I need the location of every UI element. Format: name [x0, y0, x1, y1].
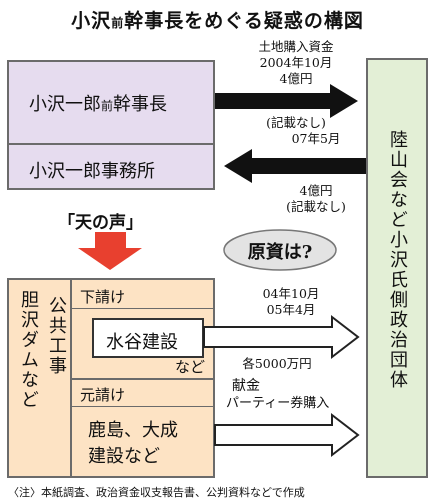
land-text-4: (記載なし)	[266, 115, 326, 130]
return-text-3: (記載なし)	[286, 199, 346, 214]
mizutani-label: 水谷建設	[106, 332, 178, 353]
land-text-1: 土地購入資金	[258, 39, 334, 54]
land-text-2: 2004年10月	[259, 55, 333, 70]
mizutani-money-arrow	[203, 314, 360, 360]
construction-divider-vertical	[70, 280, 72, 476]
ozawa-label: 小沢一郎前幹事長	[29, 90, 167, 116]
land-text-3: 4億円	[279, 71, 313, 86]
ozawa-small: 前	[101, 99, 114, 113]
mizutani-box: 水谷建設	[92, 318, 204, 358]
subcontract-underline	[72, 308, 213, 309]
title-part-1: 小沢	[71, 10, 112, 32]
mizutani-text-3: 各5000万円	[242, 356, 312, 371]
prime-underline	[72, 406, 213, 407]
title-part-2: 幹事長をめぐる疑惑の構図	[124, 10, 364, 32]
kajima-line-1: 鹿島、大成	[88, 420, 178, 441]
title-part-small: 前	[111, 16, 125, 30]
prime-label: 元請け	[80, 386, 126, 404]
public-works-label: 公共工事	[46, 296, 67, 376]
mizutani-text-2: 05年4月	[266, 302, 316, 317]
heaven-voice-arrow	[78, 232, 142, 270]
kajima-line-2: 建設など	[88, 446, 160, 467]
return-text-1: 07年5月	[291, 131, 341, 146]
return-money-arrow	[224, 149, 366, 183]
return-text-2: 4億円	[299, 183, 333, 198]
source-label: 原資は?	[247, 242, 313, 263]
diagram-title: 小沢前幹事長をめぐる疑惑の構図	[0, 6, 435, 33]
construction-divider-horizontal	[72, 378, 213, 380]
office-box: 小沢一郎事務所	[7, 143, 215, 190]
source-note: 〈注〉本紙調査、政治資金収支報告書、公判資料などで作成	[8, 486, 305, 499]
rikuzankai-label: 陸山会など小沢氏側政治団体	[387, 130, 408, 390]
heaven-voice-label: 「天の声」	[58, 213, 143, 233]
donation-text-2: パーティー券購入	[226, 396, 330, 411]
source-bubble	[223, 229, 337, 271]
nado-label: など	[175, 358, 206, 376]
subcontract-label: 下請け	[80, 288, 126, 306]
mizutani-text-1: 04年10月	[262, 286, 320, 301]
office-label: 小沢一郎事務所	[29, 161, 155, 182]
donation-text-1: 献金	[232, 378, 260, 394]
ozawa-name: 小沢一郎	[29, 94, 101, 115]
donation-arrow	[214, 412, 360, 458]
land-money-arrow	[215, 84, 358, 118]
ozawa-box: 小沢一郎前幹事長	[7, 60, 215, 145]
rikuzankai-box: 陸山会など小沢氏側政治団体	[366, 58, 428, 478]
dam-label: 胆沢ダムなど	[18, 290, 39, 410]
ozawa-rest: 幹事長	[113, 94, 168, 115]
